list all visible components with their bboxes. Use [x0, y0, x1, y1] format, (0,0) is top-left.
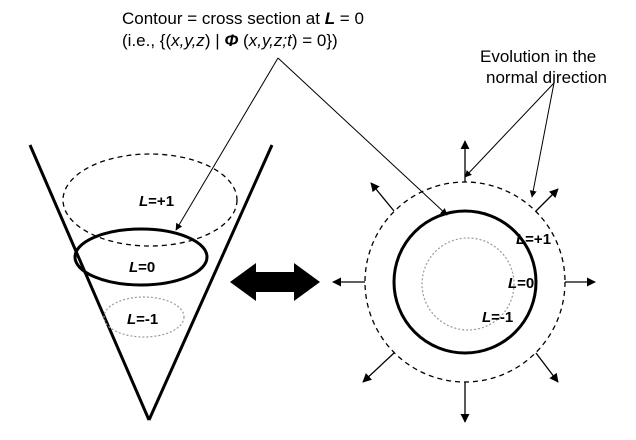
- leader-to-normal-arrow-2: [529, 82, 555, 198]
- evolution-caption-line1: Evolution in the: [480, 47, 597, 66]
- cone-level-0-ellipse: [73, 227, 209, 287]
- cone-figure: L=+1 L=0 L=-1: [28, 144, 274, 421]
- cone-left-edge: [28, 144, 151, 421]
- circle-label-minus1: L=-1: [482, 309, 513, 326]
- cone-label-zero: L=0: [129, 259, 155, 276]
- cone-right-edge: [147, 144, 274, 421]
- normal-direction-arrows: [332, 140, 596, 423]
- caption-leader-lines: [175, 57, 555, 231]
- circle-label-zero: L=0: [508, 275, 534, 292]
- leader-to-circle-contour: [277, 57, 448, 216]
- cone-level-plus1-ellipse: [62, 153, 238, 247]
- cone-level-minus1-ellipse: [103, 296, 185, 338]
- circle-level-minus1: [421, 237, 515, 331]
- evolution-caption-line2: normal direction: [486, 68, 607, 87]
- contour-caption-line1: Contour = cross section at L = 0: [122, 9, 364, 28]
- normal-arrow-icon: [370, 182, 395, 212]
- double-headed-arrow-icon: [230, 263, 320, 301]
- circle-level-0: [392, 209, 538, 355]
- normal-arrow-icon: [535, 188, 559, 212]
- normal-arrow-icon: [362, 352, 395, 383]
- normal-arrow-icon: [535, 352, 559, 383]
- leader-to-cone-contour: [175, 57, 279, 231]
- circle-figure: L=+1 L=0 L=-1: [364, 181, 566, 383]
- contour-caption-line2: (i.e., {(x,y,z) | Φ (x,y,z;t) = 0}): [122, 31, 338, 50]
- leader-to-normal-arrow-1: [464, 82, 555, 178]
- circle-label-plus1: L=+1: [516, 231, 551, 248]
- cone-label-minus1: L=-1: [127, 311, 158, 328]
- cone-label-plus1: L=+1: [139, 193, 174, 210]
